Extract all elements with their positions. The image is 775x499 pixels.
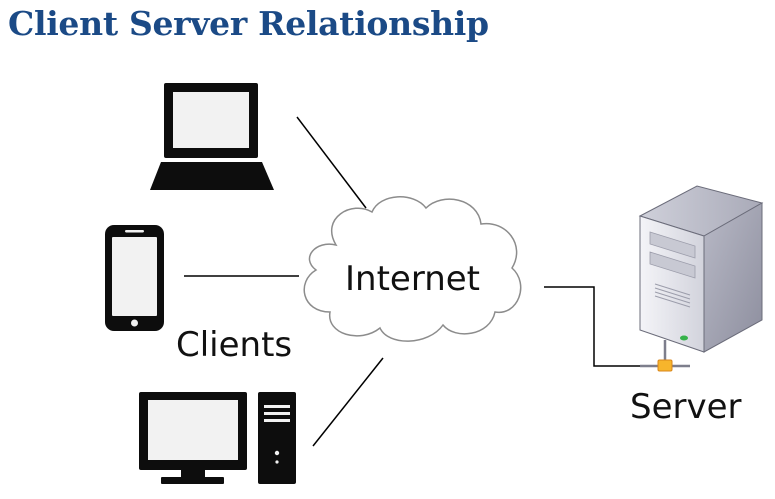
diagram-title: Client Server Relationship xyxy=(8,4,489,43)
desktop-connection-line xyxy=(312,357,384,447)
internet-label: Internet xyxy=(345,259,480,299)
smartphone-icon xyxy=(105,225,164,331)
server-icon xyxy=(638,185,764,372)
cloud-icon xyxy=(303,196,522,342)
connection-lines xyxy=(184,116,640,447)
network-connector-icon xyxy=(640,340,690,372)
server-label: Server xyxy=(630,387,742,427)
computer-tower-icon xyxy=(258,392,296,484)
clients-label: Clients xyxy=(176,325,292,365)
laptop-connection-line xyxy=(296,116,367,209)
desktop-computer-icon xyxy=(139,392,296,484)
laptop-icon xyxy=(150,83,274,190)
server-connection-line xyxy=(544,286,640,367)
server-status-led xyxy=(680,335,688,341)
